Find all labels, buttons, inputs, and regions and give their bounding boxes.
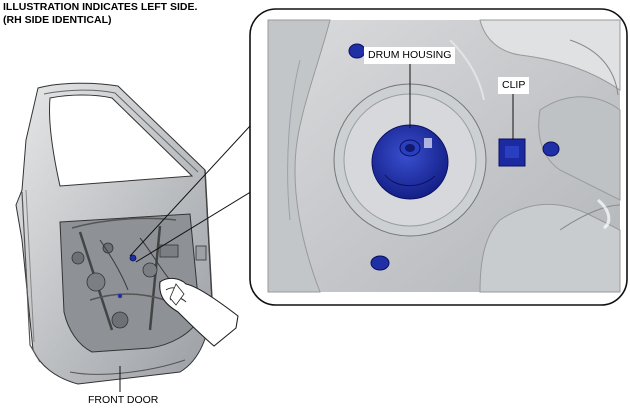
fastener-bottom — [370, 255, 390, 271]
hand-illustration — [159, 277, 239, 347]
note-line-1: ILLUSTRATION INDICATES LEFT SIDE. — [3, 1, 198, 13]
door-window-opening — [49, 94, 194, 187]
clip — [498, 138, 526, 167]
front-door-label: FRONT DOOR — [88, 394, 159, 406]
zoom-detail-panel — [249, 8, 628, 306]
clip-label: CLIP — [498, 77, 530, 94]
front-door-illustration — [15, 82, 213, 385]
illustration-note: ILLUSTRATION INDICATES LEFT SIDE. (RH SI… — [3, 1, 197, 27]
fastener-right — [542, 141, 560, 157]
note-line-2: (RH SIDE IDENTICAL) — [3, 14, 112, 26]
drum-housing-label: DRUM HOUSING — [364, 47, 456, 64]
door-drum-housing-marker — [129, 254, 137, 262]
zoom-leader-lines — [129, 125, 263, 263]
drum-housing — [371, 124, 449, 200]
fastener-top — [348, 43, 366, 59]
